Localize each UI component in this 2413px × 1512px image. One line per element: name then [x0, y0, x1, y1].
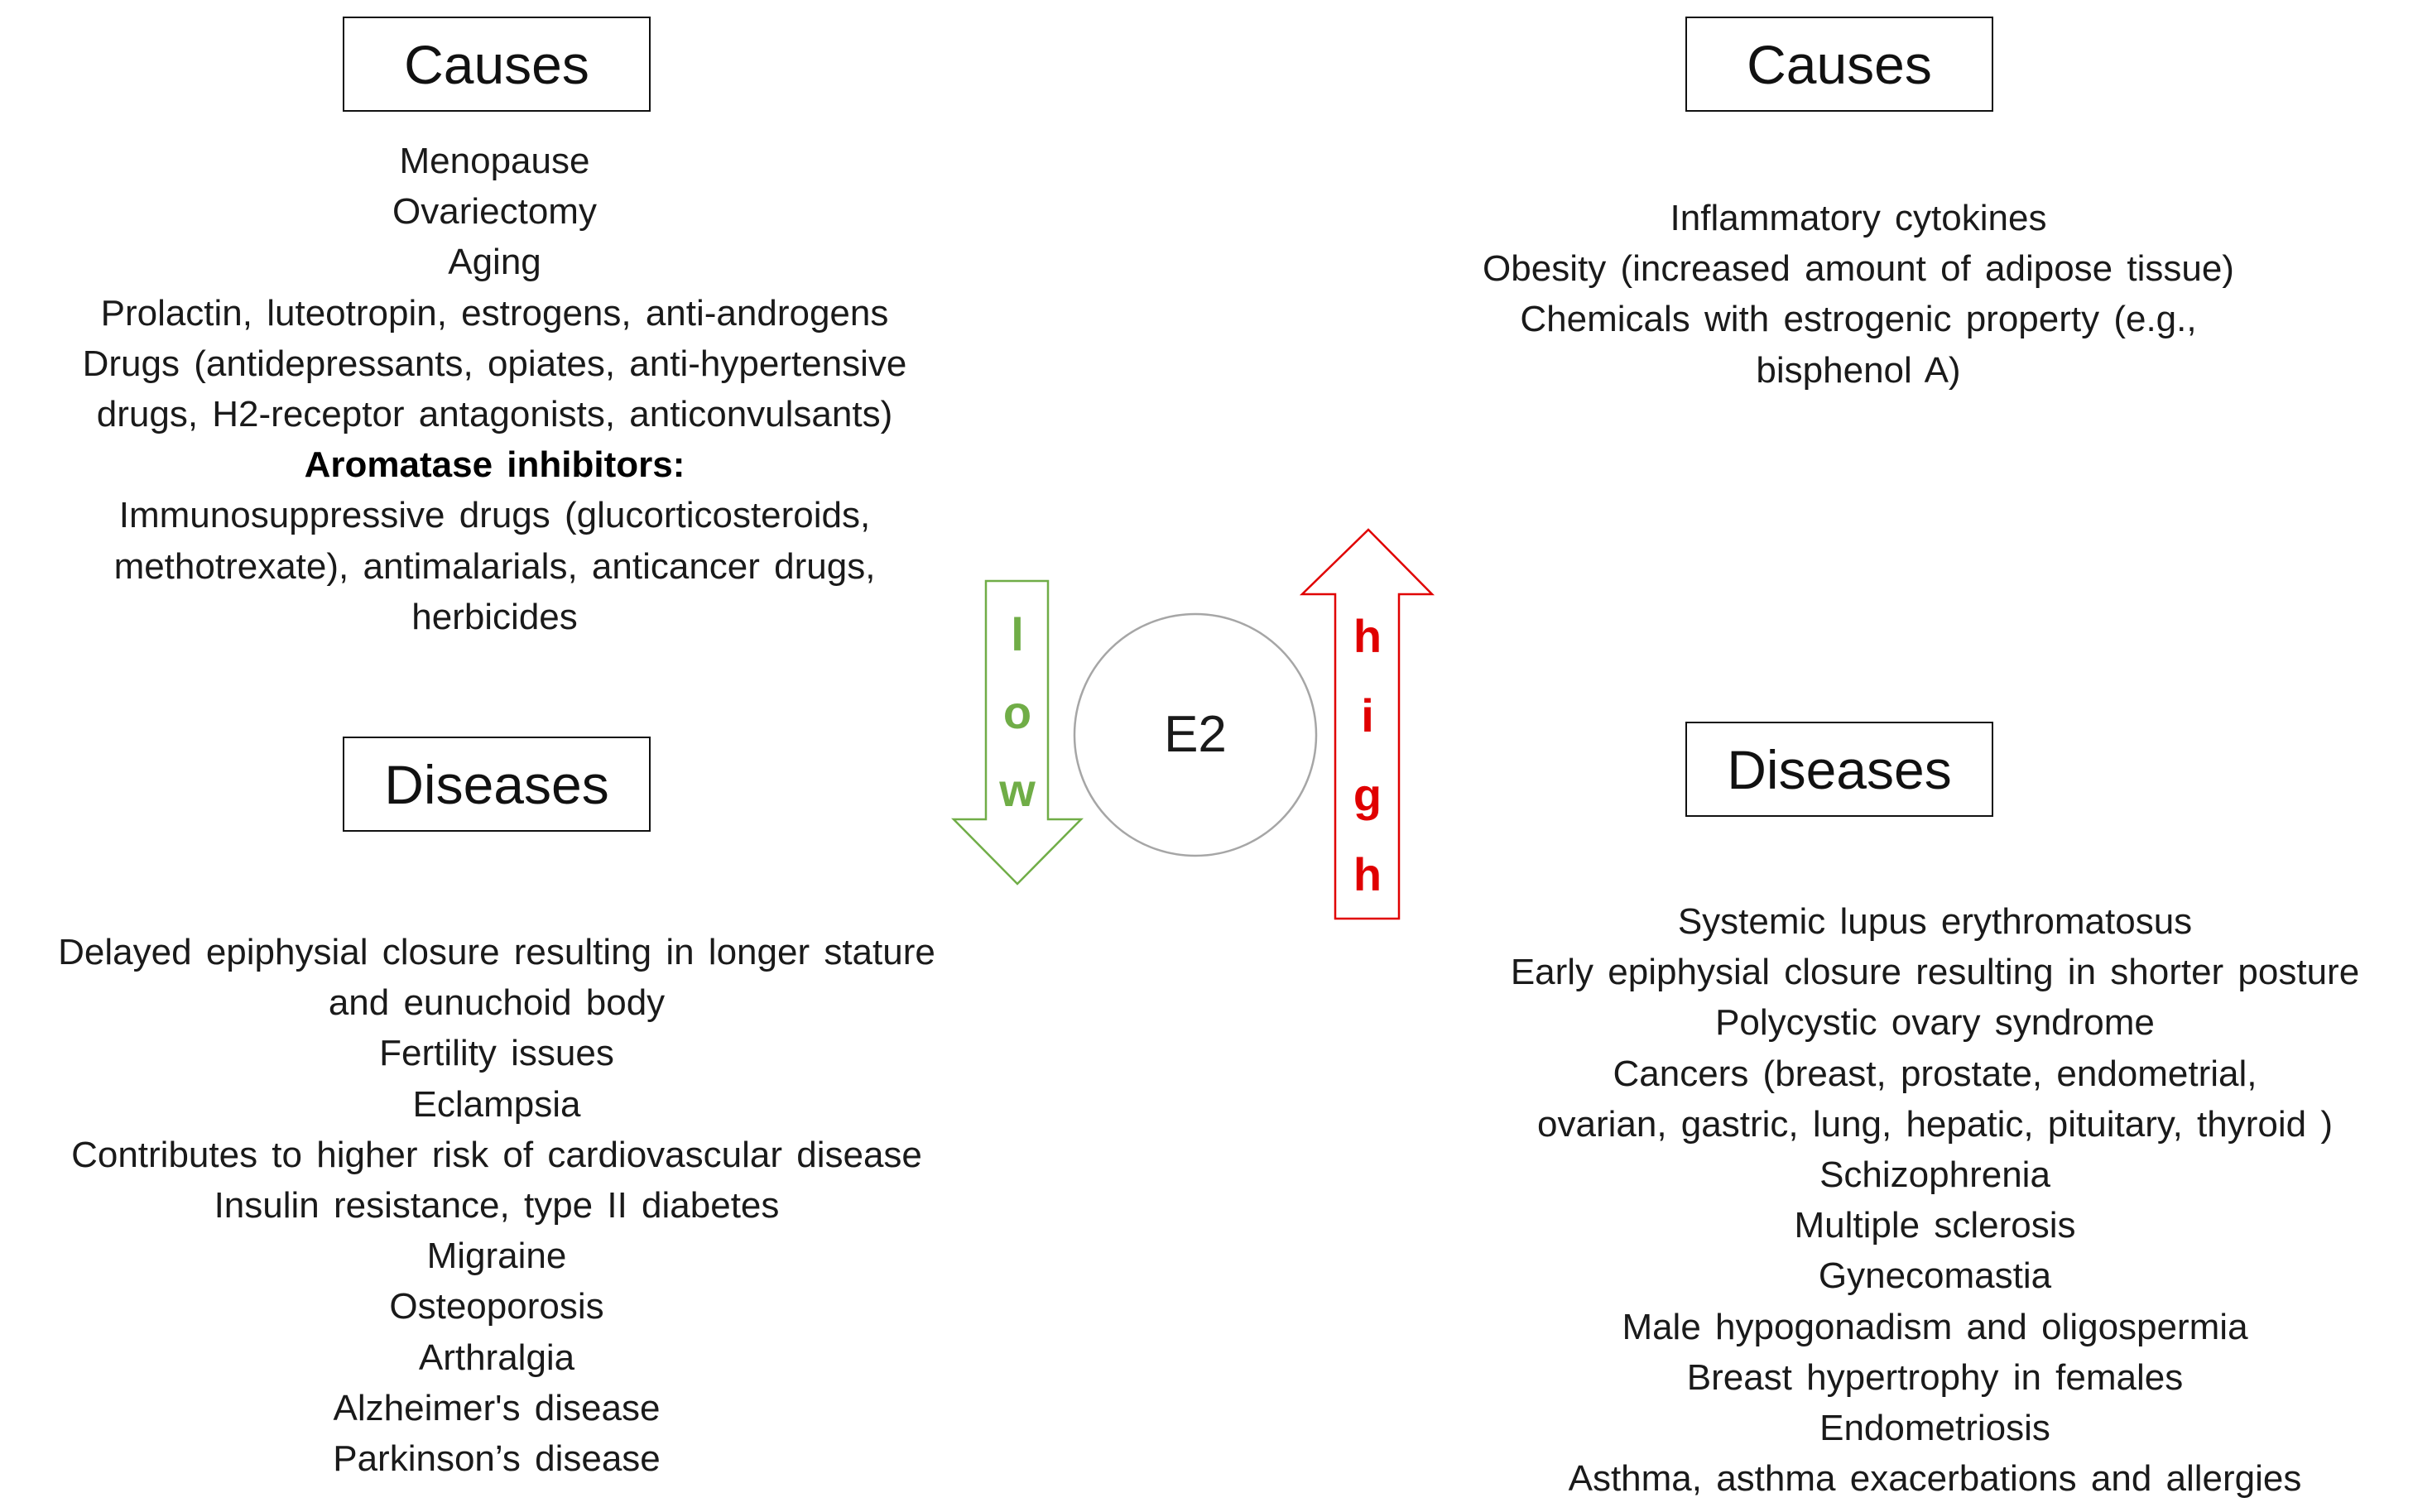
high-arrow: [1299, 528, 1435, 920]
arrow-letter: h: [1353, 610, 1382, 662]
disease-item: Delayed epiphysial closure resulting in …: [58, 932, 935, 972]
cause-item: bisphenol A): [1756, 349, 1961, 391]
disease-item: Alzheimer's disease: [333, 1387, 661, 1428]
disease-item: Male hypogonadism and oligospermia: [1622, 1306, 2248, 1347]
cause-item: Chemicals with estrogenic property (e.g.…: [1520, 299, 2197, 340]
arrow-letter: i: [1361, 689, 1374, 742]
high-label: high: [1353, 610, 1382, 900]
cause-item: drugs, H2-receptor antagonists, anticonv…: [96, 394, 893, 435]
disease-item: Schizophrenia: [1819, 1154, 2050, 1196]
disease-item: Endometriosis: [1819, 1408, 2050, 1449]
disease-item: Gynecomastia: [1818, 1255, 2052, 1297]
right-diseases-title: Diseases: [1685, 722, 1993, 817]
disease-item: Fertility issues: [379, 1033, 614, 1074]
disease-item: Parkinson’s disease: [333, 1438, 661, 1480]
disease-item: and eunuchoid body: [328, 982, 666, 1024]
arrow-letter: g: [1353, 769, 1382, 821]
disease-item: Eclampsia: [412, 1083, 581, 1125]
cause-item: methotrexate), antimalarials, anticancer…: [113, 545, 876, 587]
cause-item: Aging: [448, 242, 541, 283]
e2-circle: [1073, 612, 1318, 857]
disease-item: Cancers (breast, prostate, endometrial,: [1613, 1053, 2257, 1094]
arrow-letter: l: [1011, 608, 1024, 660]
disease-item: Asthma, asthma exacerbations and allergi…: [1568, 1458, 2302, 1500]
cause-item: Obesity (increased amount of adipose tis…: [1483, 248, 2234, 290]
e2-label: E2: [1164, 706, 1227, 763]
disease-item: Early epiphysial closure resulting in sh…: [1510, 952, 2360, 993]
cause-item: Ovariectomy: [392, 191, 597, 233]
disease-item: Breast hypertrophy in females: [1686, 1356, 2184, 1398]
low-e2-diseases-list: Delayed epiphysial closure resulting in …: [0, 927, 993, 1484]
disease-item: Insulin resistance, type II diabetes: [214, 1185, 780, 1226]
arrow-letter: h: [1353, 848, 1382, 900]
cause-item: herbicides: [411, 596, 578, 637]
cause-item: Drugs (antidepressants, opiates, anti-hy…: [82, 343, 907, 384]
cause-item: Inflammatory cytokines: [1670, 198, 2047, 238]
cause-item: Menopause: [399, 141, 590, 181]
cause-item: Prolactin, luteotropin, estrogens, anti-…: [100, 292, 889, 334]
cause-item: Immunosuppressive drugs (glucorticostero…: [118, 495, 871, 536]
disease-item: Contributes to higher risk of cardiovasc…: [71, 1134, 922, 1175]
disease-item: ovarian, gastric, lung, hepatic, pituita…: [1537, 1103, 2333, 1145]
arrow-letter: o: [1003, 686, 1031, 738]
left-diseases-title: Diseases: [343, 737, 651, 832]
left-causes-title: Causes: [343, 17, 651, 112]
cause-item: Aromatase inhibitors:: [304, 444, 685, 486]
arrow-letter: w: [998, 764, 1036, 816]
disease-item: Arthralgia: [418, 1337, 575, 1378]
disease-item: Osteoporosis: [389, 1286, 604, 1327]
disease-item: Polycystic ovary syndrome: [1715, 1002, 2155, 1044]
disease-item: Migraine: [426, 1236, 567, 1277]
low-label: low: [998, 608, 1036, 816]
disease-item: Multiple sclerosis: [1794, 1205, 2076, 1246]
low-arrow: [951, 579, 1084, 886]
right-causes-title: Causes: [1685, 17, 1993, 112]
disease-item: Systemic lupus erythromatosus: [1677, 901, 2193, 942]
